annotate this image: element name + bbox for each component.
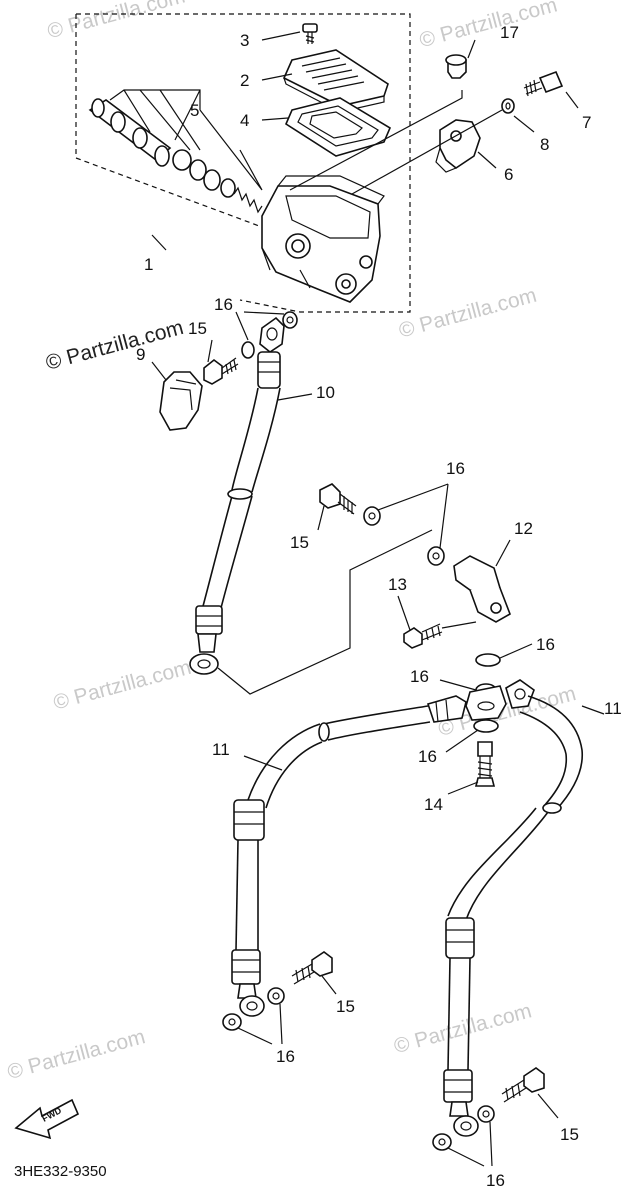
callout-11: 11 [604,699,622,718]
leader [447,1121,493,1167]
watermark: © Partzilla.com [417,0,560,52]
copper-washer-part-16 [241,341,255,359]
callout-6: 6 [504,165,513,184]
callout-16: 16 [214,295,233,314]
union-bolt-part-15 [203,357,239,385]
callout-17: 17 [500,23,519,42]
watermark: © Partzilla.com [51,656,194,715]
callout-11: 11 [212,740,230,759]
diaphragm-part-4 [284,97,392,157]
union-bolt-part-15 [501,1067,545,1103]
callout-3: 3 [240,31,249,50]
watermark: © Partzilla.com [396,284,539,343]
watermark: © Partzilla.com [45,0,188,43]
boot-part-17 [445,54,467,79]
callout-9: 9 [136,345,145,364]
holder-part-6 [435,119,481,173]
leader [217,529,433,695]
assembly-outline [75,13,411,313]
callout-8: 8 [540,135,549,154]
watermarks: © Partzilla.com © Partzilla.com © Partzi… [5,0,578,1084]
callout-15: 15 [336,997,355,1016]
copper-washer-part-16 [363,506,381,526]
callout-16: 16 [276,1047,295,1066]
bolt-part-14 [474,741,496,787]
leader [237,1003,283,1045]
copper-washer-part-16 [282,311,298,329]
callout-14: 14 [424,795,443,814]
callout-15: 15 [188,319,207,338]
copper-washer-part-16 [267,987,285,1005]
union-bolt-part-15 [319,483,357,515]
callout-15: 15 [290,533,309,552]
bolt-part-13 [403,623,443,649]
washer-part-8 [501,98,515,114]
copper-washer-part-16 [222,1013,242,1031]
callout-16: 16 [418,747,437,766]
brake-hose-joint-part-12 [453,555,511,623]
screw-part-3 [302,23,318,44]
callout-16: 16 [536,635,555,654]
diagram-code: 3HE332-9350 [14,1163,107,1180]
hose-joint-block [465,685,507,721]
leader [109,89,263,191]
callout-15: 15 [560,1125,579,1144]
watermark: © Partzilla.com [5,1025,148,1084]
callout-16: 16 [446,459,465,478]
leader [377,483,449,549]
callout-10: 10 [316,383,335,402]
master-cylinder-body [261,175,385,303]
callout-4: 4 [240,111,249,130]
leader [351,109,503,195]
callout-1: 1 [144,255,153,274]
leader [235,311,285,341]
callout-12: 12 [514,519,533,538]
watermark: © Partzilla.com [391,999,534,1058]
brake-hose-part-11-right [443,679,584,1137]
copper-washer-part-16 [427,546,445,566]
callout-7: 7 [582,113,591,132]
callout-16: 16 [486,1171,505,1190]
brake-hose-part-11-left [231,695,467,1017]
leader [289,90,463,191]
copper-washer-part-16 [473,719,499,733]
callout-5: 5 [190,101,199,120]
cap-part-9 [159,371,203,431]
copper-washer-part-16 [432,1133,452,1151]
callout-2: 2 [240,71,249,90]
brake-hose-part-10 [189,316,285,675]
copper-washer-part-16 [475,653,501,667]
piston-kit-part-5 [88,98,263,214]
watermark-bold: © Partzilla.com [43,316,186,375]
leader [397,595,477,631]
fwd-arrow-icon: FWD [14,1098,80,1140]
union-bolt-part-15 [291,951,333,985]
copper-washer-part-16 [477,1105,495,1123]
bolt-part-7 [523,70,564,97]
callout-16: 16 [410,667,429,686]
callout-13: 13 [388,575,407,594]
